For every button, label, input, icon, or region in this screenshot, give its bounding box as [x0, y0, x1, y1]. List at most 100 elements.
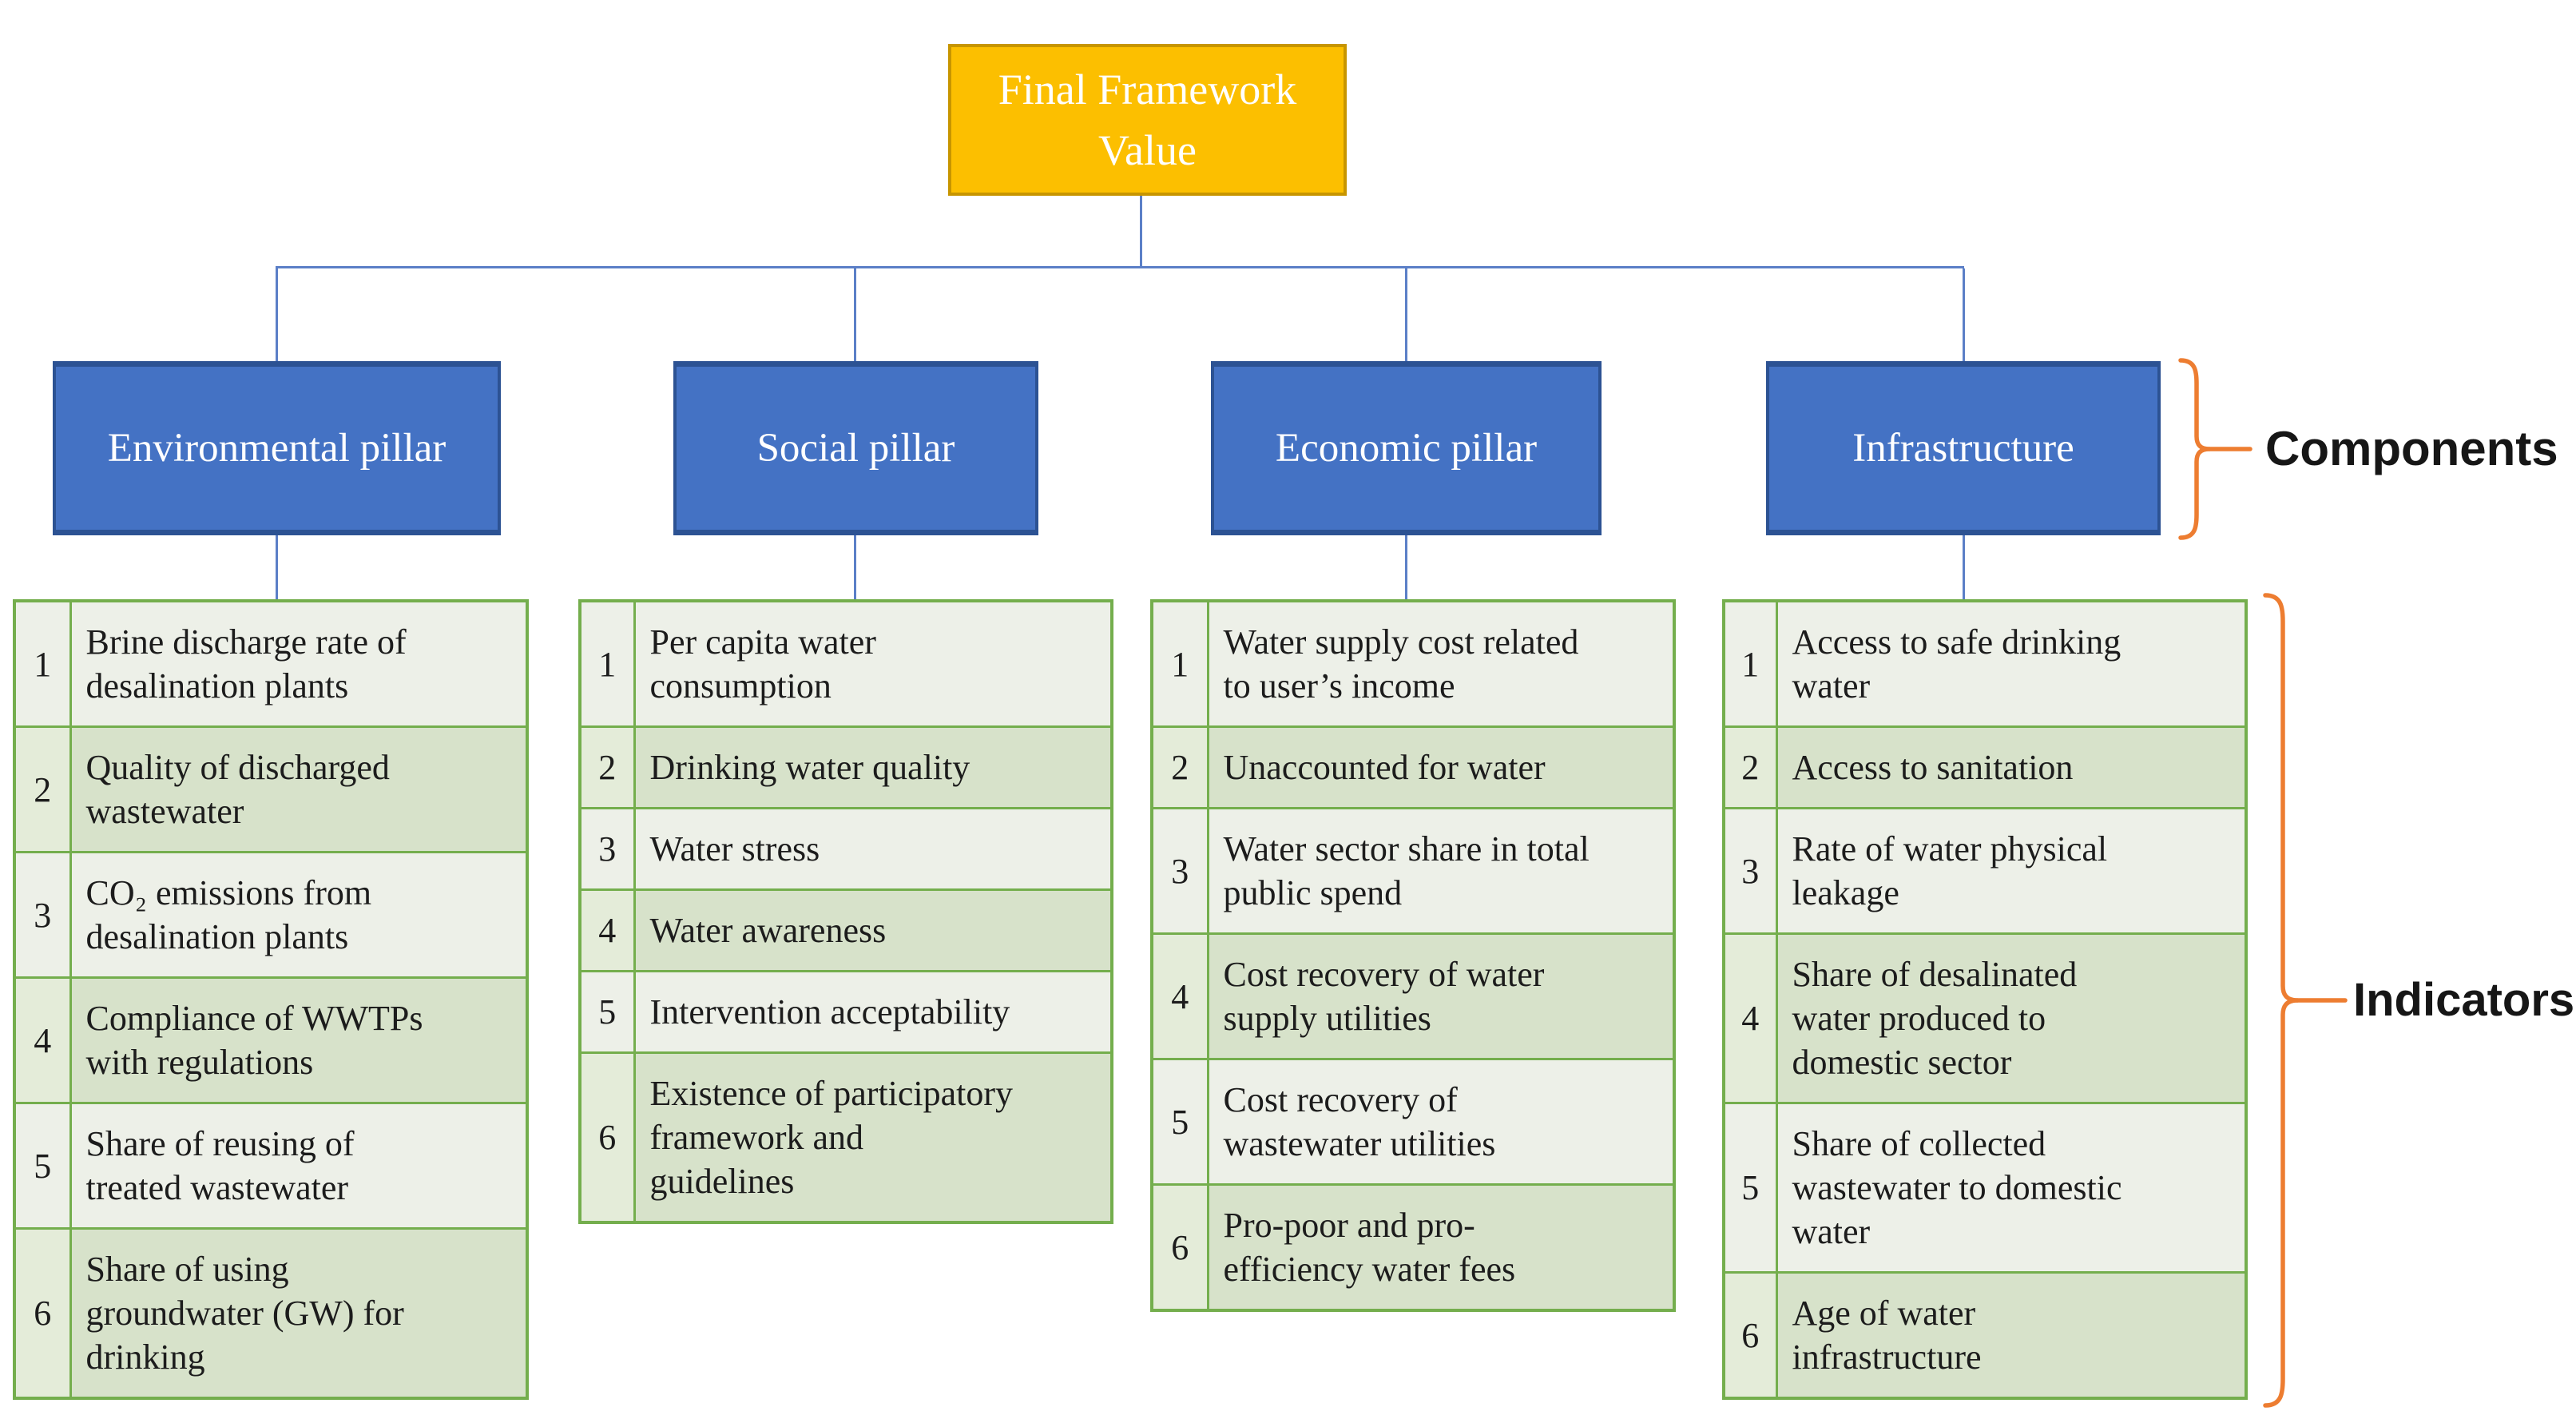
table-row: 6 Pro-poor and pro- efficiency water fee… [1150, 1183, 1676, 1312]
row-label: Per capita water consumption [633, 599, 1113, 728]
row-number: 6 [1722, 1271, 1778, 1400]
row-label: Share of collected wastewater to domesti… [1775, 1102, 2248, 1274]
row-label: Access to safe drinking water [1775, 599, 2248, 728]
row-label: Unaccounted for water [1206, 725, 1676, 809]
table-row: 2 Quality of discharged wastewater [13, 725, 529, 853]
connector-horizontal-bus [276, 266, 1964, 268]
row-number: 5 [1722, 1102, 1778, 1274]
pillar-label-economic: Economic pillar [1275, 426, 1538, 471]
row-number: 6 [578, 1051, 636, 1224]
table-row: 2 Unaccounted for water [1150, 725, 1676, 809]
row-label: Water awareness [633, 888, 1113, 972]
row-label: Share of using groundwater (GW) for drin… [69, 1227, 529, 1400]
row-number: 1 [13, 599, 72, 728]
table-row: 4 Compliance of WWTPs with regulations [13, 976, 529, 1104]
row-label: Access to sanitation [1775, 725, 2248, 809]
indicator-table-infrastructure: 1 Access to safe drinking water 2 Access… [1722, 599, 2248, 1400]
row-number: 1 [578, 599, 636, 728]
table-row: 5 Cost recovery of wastewater utilities [1150, 1058, 1676, 1186]
row-label: Water sector share in total public spend [1206, 807, 1676, 935]
row-number: 4 [13, 976, 72, 1104]
row-label: Compliance of WWTPs with regulations [69, 976, 529, 1104]
table-row: 1 Brine discharge rate of desalination p… [13, 599, 529, 728]
pillar-node-environmental: Environmental pillar [53, 361, 501, 535]
table-row: 3 Rate of water physical leakage [1722, 807, 2248, 935]
table-row: 3 Water sector share in total public spe… [1150, 807, 1676, 935]
row-label: Water supply cost related to user’s inco… [1206, 599, 1676, 728]
row-number: 4 [578, 888, 636, 972]
row-label: Quality of discharged wastewater [69, 725, 529, 853]
table-row: 4 Share of desalinated water produced to… [1722, 932, 2248, 1104]
row-label: Water stress [633, 807, 1113, 891]
table-row: 4 Water awareness [578, 888, 1113, 972]
table-row: 5 Share of reusing of treated wastewater [13, 1102, 529, 1230]
row-number: 6 [1150, 1183, 1209, 1312]
row-number: 3 [1722, 807, 1778, 935]
table-row: 5 Share of collected wastewater to domes… [1722, 1102, 2248, 1274]
connector-stub-economic [1405, 268, 1407, 363]
table-row: 2 Access to sanitation [1722, 725, 2248, 809]
connector-table-infrastructure [1963, 534, 1965, 601]
row-number: 2 [13, 725, 72, 853]
pillar-node-infrastructure: Infrastructure [1766, 361, 2161, 535]
table-row: 6 Age of water infrastructure [1722, 1271, 2248, 1400]
row-label: Drinking water quality [633, 725, 1113, 809]
row-label: Share of desalinated water produced to d… [1775, 932, 2248, 1104]
connector-stub-environmental [276, 268, 278, 363]
row-number: 5 [1150, 1058, 1209, 1186]
final-framework-value-node: Final Framework Value [948, 44, 1347, 196]
components-label: Components [2265, 422, 2558, 475]
row-number: 3 [578, 807, 636, 891]
connector-table-environmental [276, 534, 278, 601]
row-label: Cost recovery of wastewater utilities [1206, 1058, 1676, 1186]
connector-root-stem [1140, 196, 1142, 268]
components-brace-icon [2178, 358, 2253, 540]
row-label: CO₂ emissions from desalination plants [69, 851, 529, 979]
table-row: 6 Share of using groundwater (GW) for dr… [13, 1227, 529, 1400]
row-number: 1 [1722, 599, 1778, 728]
table-row: 1 Per capita water consumption [578, 599, 1113, 728]
row-label: Brine discharge rate of desalination pla… [69, 599, 529, 728]
row-label: Share of reusing of treated wastewater [69, 1102, 529, 1230]
pillar-label-infrastructure: Infrastructure [1852, 426, 2074, 471]
table-row: 1 Water supply cost related to user’s in… [1150, 599, 1676, 728]
row-number: 4 [1722, 932, 1778, 1104]
row-label: Age of water infrastructure [1775, 1271, 2248, 1400]
row-label: Existence of participatory framework and… [633, 1051, 1113, 1224]
indicators-brace-icon [2263, 593, 2348, 1408]
table-row: 4 Cost recovery of water supply utilitie… [1150, 932, 1676, 1060]
pillar-label-social: Social pillar [756, 426, 955, 471]
table-row: 3 CO₂ emissions from desalination plants [13, 851, 529, 979]
row-label: Rate of water physical leakage [1775, 807, 2248, 935]
row-number: 3 [13, 851, 72, 979]
connector-stub-infrastructure [1963, 268, 1965, 363]
pillar-label-environmental: Environmental pillar [107, 426, 447, 471]
row-label: Cost recovery of water supply utilities [1206, 932, 1676, 1060]
table-row: 3 Water stress [578, 807, 1113, 891]
row-number: 5 [578, 970, 636, 1054]
row-number: 5 [13, 1102, 72, 1230]
indicator-table-economic: 1 Water supply cost related to user’s in… [1150, 599, 1676, 1312]
pillar-node-social: Social pillar [673, 361, 1038, 535]
row-number: 1 [1150, 599, 1209, 728]
table-row: 5 Intervention acceptability [578, 970, 1113, 1054]
row-number: 6 [13, 1227, 72, 1400]
table-row: 1 Access to safe drinking water [1722, 599, 2248, 728]
row-number: 3 [1150, 807, 1209, 935]
connector-stub-social [854, 268, 856, 363]
connector-table-social [854, 534, 856, 601]
table-row: 2 Drinking water quality [578, 725, 1113, 809]
final-framework-value-label: Final Framework Value [998, 66, 1297, 174]
row-number: 4 [1150, 932, 1209, 1060]
connector-table-economic [1405, 534, 1407, 601]
row-number: 2 [578, 725, 636, 809]
row-number: 2 [1722, 725, 1778, 809]
row-label: Pro-poor and pro- efficiency water fees [1206, 1183, 1676, 1312]
row-label: Intervention acceptability [633, 970, 1113, 1054]
indicators-label: Indicators [2353, 974, 2575, 1026]
pillar-node-economic: Economic pillar [1211, 361, 1602, 535]
table-row: 6 Existence of participatory framework a… [578, 1051, 1113, 1224]
indicator-table-environmental: 1 Brine discharge rate of desalination p… [13, 599, 529, 1400]
indicator-table-social: 1 Per capita water consumption 2 Drinkin… [578, 599, 1113, 1224]
